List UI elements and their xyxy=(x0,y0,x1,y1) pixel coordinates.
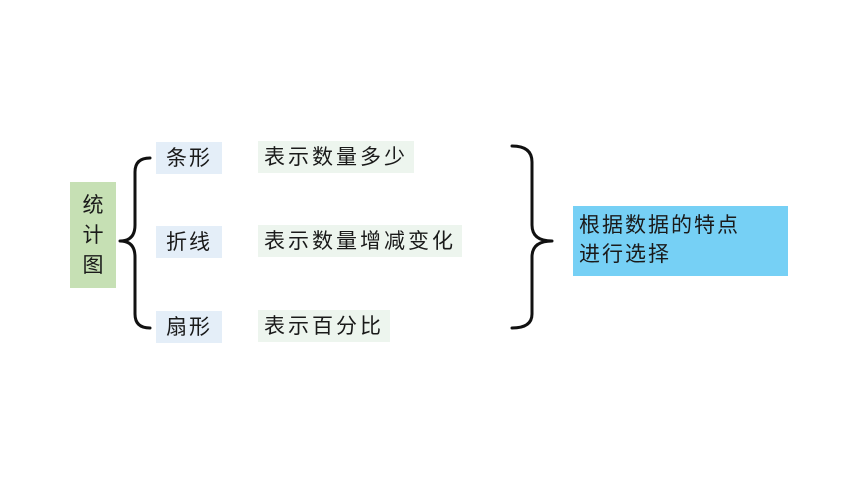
chart-type-label: 条形 xyxy=(166,146,212,170)
chart-type-pie: 扇形 xyxy=(156,311,222,343)
conclusion-line-1: 根据数据的特点 xyxy=(579,213,740,237)
description-bar: 表示数量多少 xyxy=(258,141,414,173)
conclusion-line-2: 进行选择 xyxy=(579,242,671,266)
description-line: 表示数量增减变化 xyxy=(258,225,462,257)
description-pie: 表示百分比 xyxy=(258,310,390,342)
description-text: 表示数量增减变化 xyxy=(264,229,456,253)
root-node-statistical-chart: 统计图 xyxy=(70,182,116,288)
description-text: 表示百分比 xyxy=(264,314,384,338)
description-text: 表示数量多少 xyxy=(264,145,408,169)
chart-type-label: 扇形 xyxy=(166,315,212,339)
right-brace xyxy=(510,144,554,330)
conclusion-node: 根据数据的特点 进行选择 xyxy=(573,206,788,276)
left-brace xyxy=(118,156,152,330)
chart-type-line: 折线 xyxy=(156,226,222,258)
chart-type-bar: 条形 xyxy=(156,142,222,174)
root-label: 统计图 xyxy=(82,193,104,277)
chart-type-label: 折线 xyxy=(166,230,212,254)
